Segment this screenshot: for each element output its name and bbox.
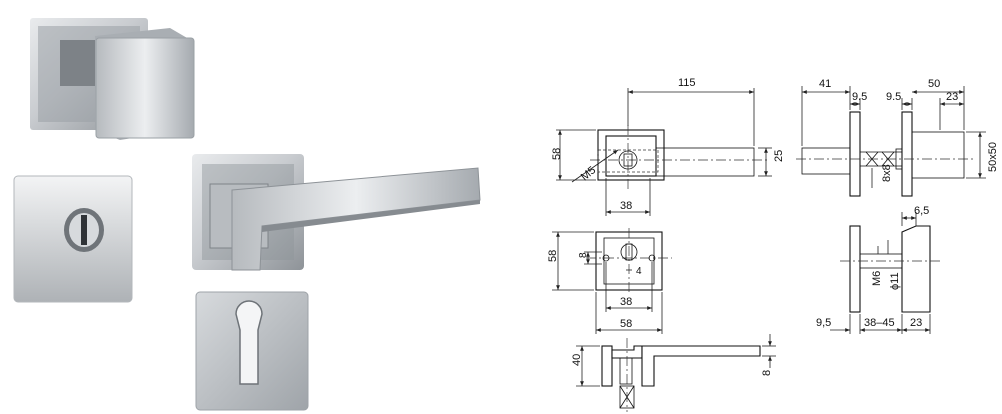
rose-view: 58 8 4 38 58 bbox=[547, 228, 672, 334]
product-photo bbox=[13, 18, 481, 411]
wc-turn-rosette-image bbox=[13, 175, 133, 303]
dim-phi11: ϕ11 bbox=[889, 272, 901, 290]
lever-profile: 40 8 bbox=[571, 334, 776, 412]
dim-58-rose-vertical: 58 bbox=[547, 250, 559, 262]
dim-8x8: 8x8 bbox=[881, 164, 893, 182]
front-view: 115 58 25 38 M5 bbox=[551, 77, 785, 216]
dim-23-side: 23 bbox=[946, 91, 958, 103]
profile-cylinder-rosette-image bbox=[195, 291, 309, 411]
knob-rosette-image bbox=[30, 18, 195, 140]
dim-38-45: 38–45 bbox=[864, 317, 895, 329]
dim-58-front: 58 bbox=[551, 148, 563, 160]
cross-section: 6,5 M6 ϕ11 9,5 38–45 23 bbox=[816, 205, 940, 334]
dim-115: 115 bbox=[678, 77, 696, 89]
dim-8-lever: 8 bbox=[761, 370, 773, 376]
dim-25: 25 bbox=[773, 150, 785, 162]
dim-8-rose: 8 bbox=[578, 252, 589, 258]
dim-41: 41 bbox=[819, 78, 831, 90]
dim-40: 40 bbox=[571, 354, 583, 366]
dim-50: 50 bbox=[928, 78, 940, 90]
dim-9-5-left: 9.5 bbox=[852, 91, 867, 103]
dim-9-5-right: 9.5 bbox=[886, 91, 901, 103]
dim-50x50: 50x50 bbox=[987, 142, 999, 172]
dim-6-5: 6,5 bbox=[914, 205, 929, 217]
thread-m5: M5 bbox=[579, 164, 598, 183]
dim-9-5-section: 9,5 bbox=[816, 317, 831, 329]
lever-handle-rosette-image bbox=[192, 154, 481, 271]
thread-m6: M6 bbox=[871, 271, 883, 286]
dim-38-rose: 38 bbox=[620, 296, 632, 308]
dim-23-section: 23 bbox=[910, 317, 922, 329]
dim-38-front: 38 bbox=[620, 200, 632, 212]
dim-4: 4 bbox=[636, 266, 642, 277]
side-view: 41 9.5 9.5 50 23 50x50 8x8 bbox=[796, 78, 999, 197]
dim-58-rose-horizontal: 58 bbox=[620, 318, 632, 330]
technical-drawing: 115 58 25 38 M5 bbox=[547, 77, 999, 412]
